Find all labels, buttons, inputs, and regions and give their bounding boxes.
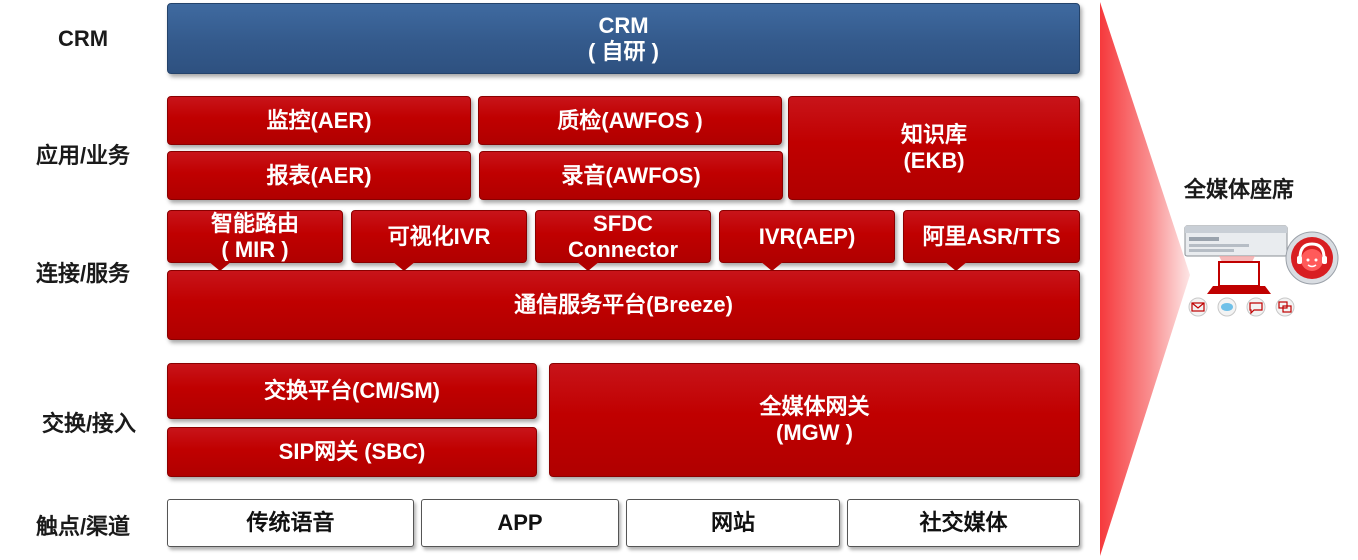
chat-icon	[1217, 297, 1237, 317]
knowledge-base-box: 知识库 (EKB)	[788, 96, 1080, 200]
qa-box: 质检(AWFOS )	[478, 96, 782, 145]
agent-computer-icon	[1184, 225, 1288, 294]
ivr-box: IVR(AEP)	[719, 210, 895, 271]
visual-ivr-box: 可视化IVR	[351, 210, 527, 271]
sfdc-box: SFDC Connector	[535, 210, 711, 271]
sfdc-title: SFDC	[593, 210, 653, 236]
omni-agent-title: 全媒体座席	[1184, 177, 1295, 202]
channel-website: 网站	[626, 499, 840, 547]
mir-notch	[208, 261, 232, 271]
crm-box-subtitle: ( 自研 )	[588, 38, 659, 64]
layer-label-crm: CRM	[57, 26, 109, 51]
ivr-label: IVR(AEP)	[758, 223, 856, 249]
mgw-subtitle: (MGW )	[776, 420, 853, 445]
visual-ivr-label: 可视化IVR	[387, 223, 491, 249]
breeze-box: 通信服务平台(Breeze)	[167, 270, 1080, 340]
layer-label-connect: 连接/服务	[35, 261, 131, 286]
channel-voice: 传统语音	[167, 499, 414, 547]
channel-social: 社交媒体	[847, 499, 1080, 547]
knowledge-base-subtitle: (EKB)	[903, 148, 965, 173]
mgw-box: 全媒体网关 (MGW )	[549, 363, 1080, 477]
ivr-notch	[760, 261, 784, 271]
email-icon	[1188, 297, 1208, 317]
sbc-box: SIP网关 (SBC)	[167, 427, 537, 477]
mgw-title: 全媒体网关	[759, 394, 870, 419]
layer-label-switch: 交换/接入	[41, 411, 137, 436]
mir-box: 智能路由 ( MIR )	[167, 210, 343, 271]
knowledge-base-title: 知识库	[900, 122, 967, 147]
cm-box: 交换平台(CM/SM)	[167, 363, 537, 419]
asr-label: 阿里ASR/TTS	[922, 223, 1061, 249]
agent-headset-icon	[1285, 231, 1339, 285]
monitor-box: 监控(AER)	[167, 96, 471, 145]
crm-box-title: CRM	[598, 12, 649, 38]
report-box: 报表(AER)	[167, 151, 471, 200]
asr-notch	[944, 261, 968, 271]
recording-box: 录音(AWFOS)	[479, 151, 783, 200]
message-icon	[1246, 297, 1266, 317]
layer-label-touch: 触点/渠道	[35, 514, 131, 539]
sfdc-subtitle: Connector	[568, 236, 678, 262]
channel-app: APP	[421, 499, 619, 547]
asr-box: 阿里ASR/TTS	[903, 210, 1080, 271]
crm-box: CRM ( 自研 )	[167, 3, 1080, 74]
mir-subtitle: ( MIR )	[221, 236, 289, 262]
sfdc-notch	[576, 261, 600, 271]
visual-ivr-notch	[392, 261, 416, 271]
screen-share-icon	[1275, 297, 1295, 317]
flow-arrow	[1100, 2, 1190, 556]
layer-label-app: 应用/业务	[35, 143, 131, 168]
mir-title: 智能路由	[210, 210, 299, 236]
